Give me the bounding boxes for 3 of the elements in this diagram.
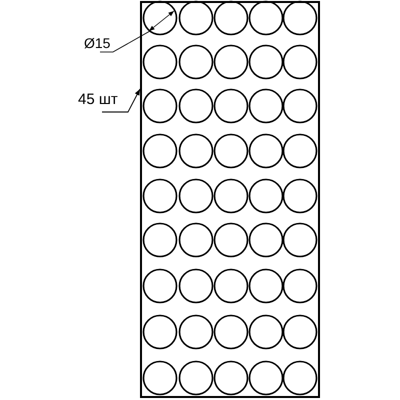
- diameter-label: Ø15: [84, 35, 110, 51]
- quantity-label: 45 шт: [78, 91, 118, 109]
- leader-line: [102, 88, 140, 112]
